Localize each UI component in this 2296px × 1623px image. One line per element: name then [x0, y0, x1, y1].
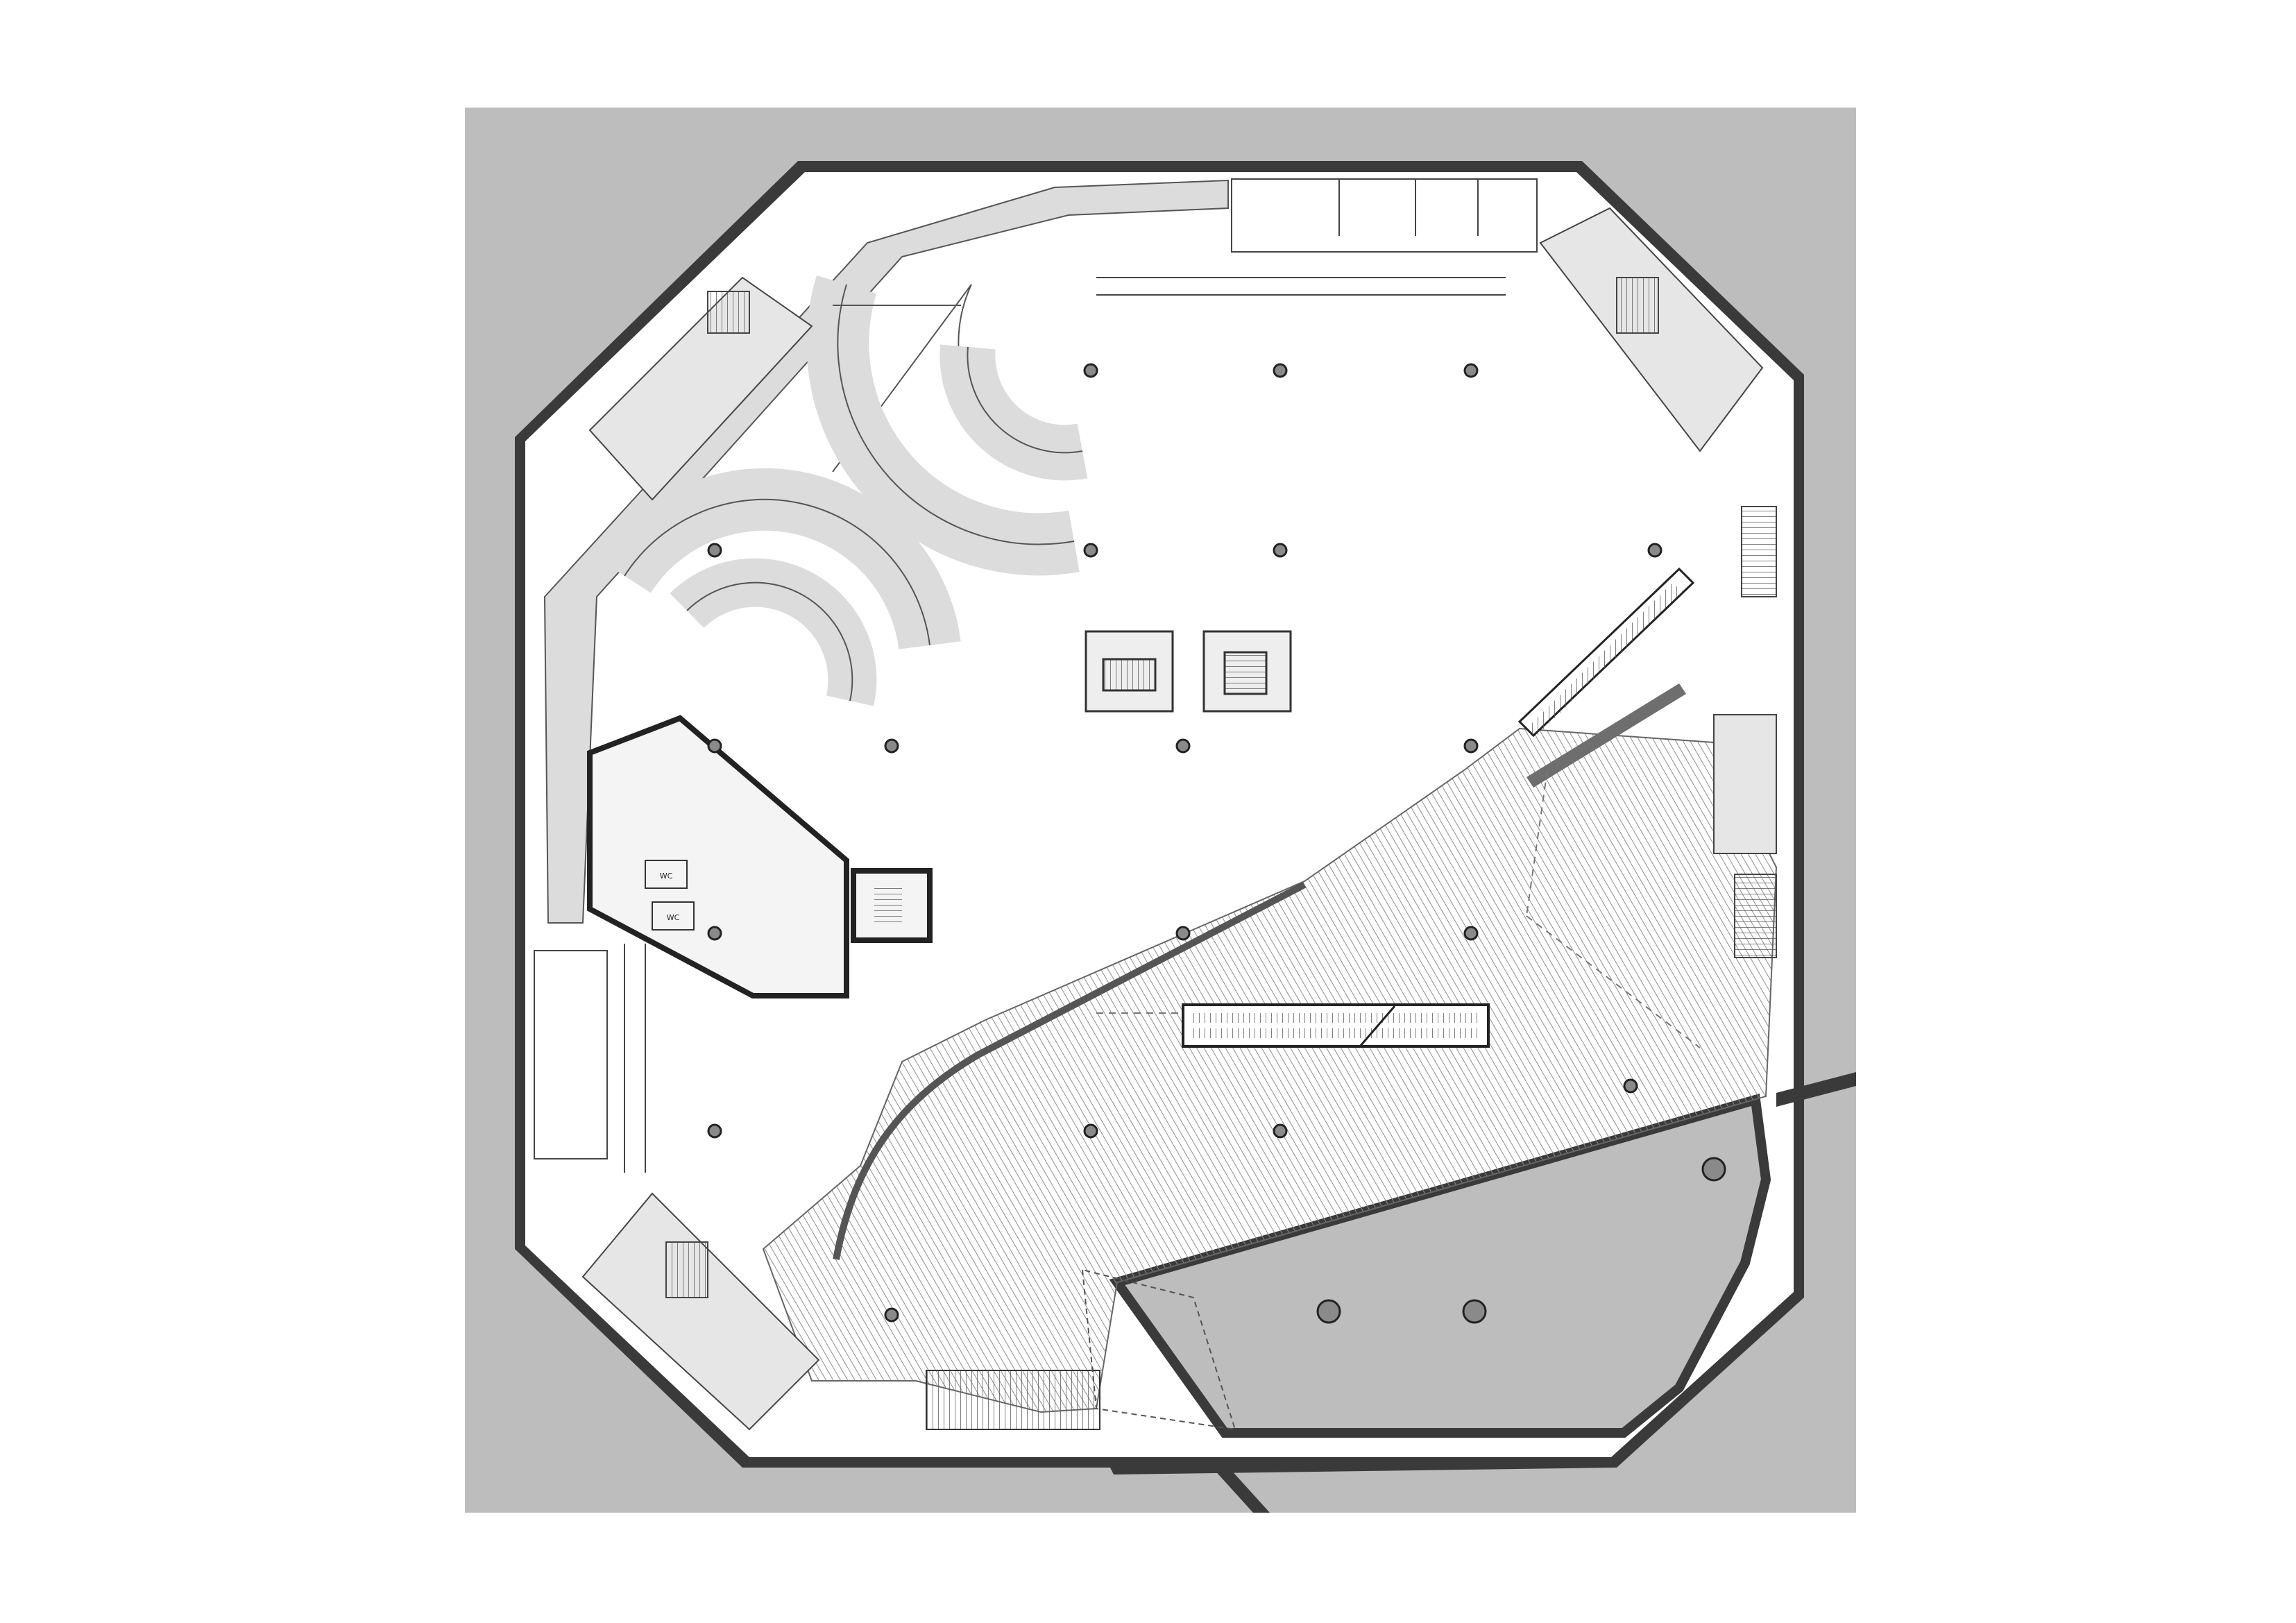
escalator-diagonal-east [1517, 567, 1695, 788]
room-label-wc-2: WC [667, 913, 680, 922]
plaza-curved-wall [833, 881, 1307, 1260]
parking-ramp-helix-upper [806, 275, 1088, 576]
south-grandstand-steps [926, 1268, 1236, 1431]
escalator-pair-center [1182, 1003, 1490, 1048]
site-boundary-south [1206, 1461, 1270, 1513]
service-block-west: WC WC [587, 715, 933, 999]
central-stair-core-right [1202, 630, 1292, 713]
west-corridor-rooms [534, 944, 646, 1173]
diagonal-ramp-band-west [543, 179, 1229, 924]
room-label-wc-1: WC [660, 872, 673, 881]
structural-columns [707, 363, 1726, 1324]
site-boundary-east [1776, 1072, 1856, 1107]
sunken-courtyard [1109, 1094, 1771, 1438]
parking-ramp-helix-lower [598, 468, 961, 706]
central-stair-core-left [1085, 630, 1174, 713]
stair-block-east [1713, 506, 1777, 958]
north-corridor-rooms [1096, 178, 1538, 296]
stair-block-southwest [581, 1192, 820, 1431]
plaza-dashed-edges [1096, 770, 1701, 1048]
stair-block-northeast [1539, 207, 1764, 452]
stair-block-northwest [588, 276, 813, 501]
